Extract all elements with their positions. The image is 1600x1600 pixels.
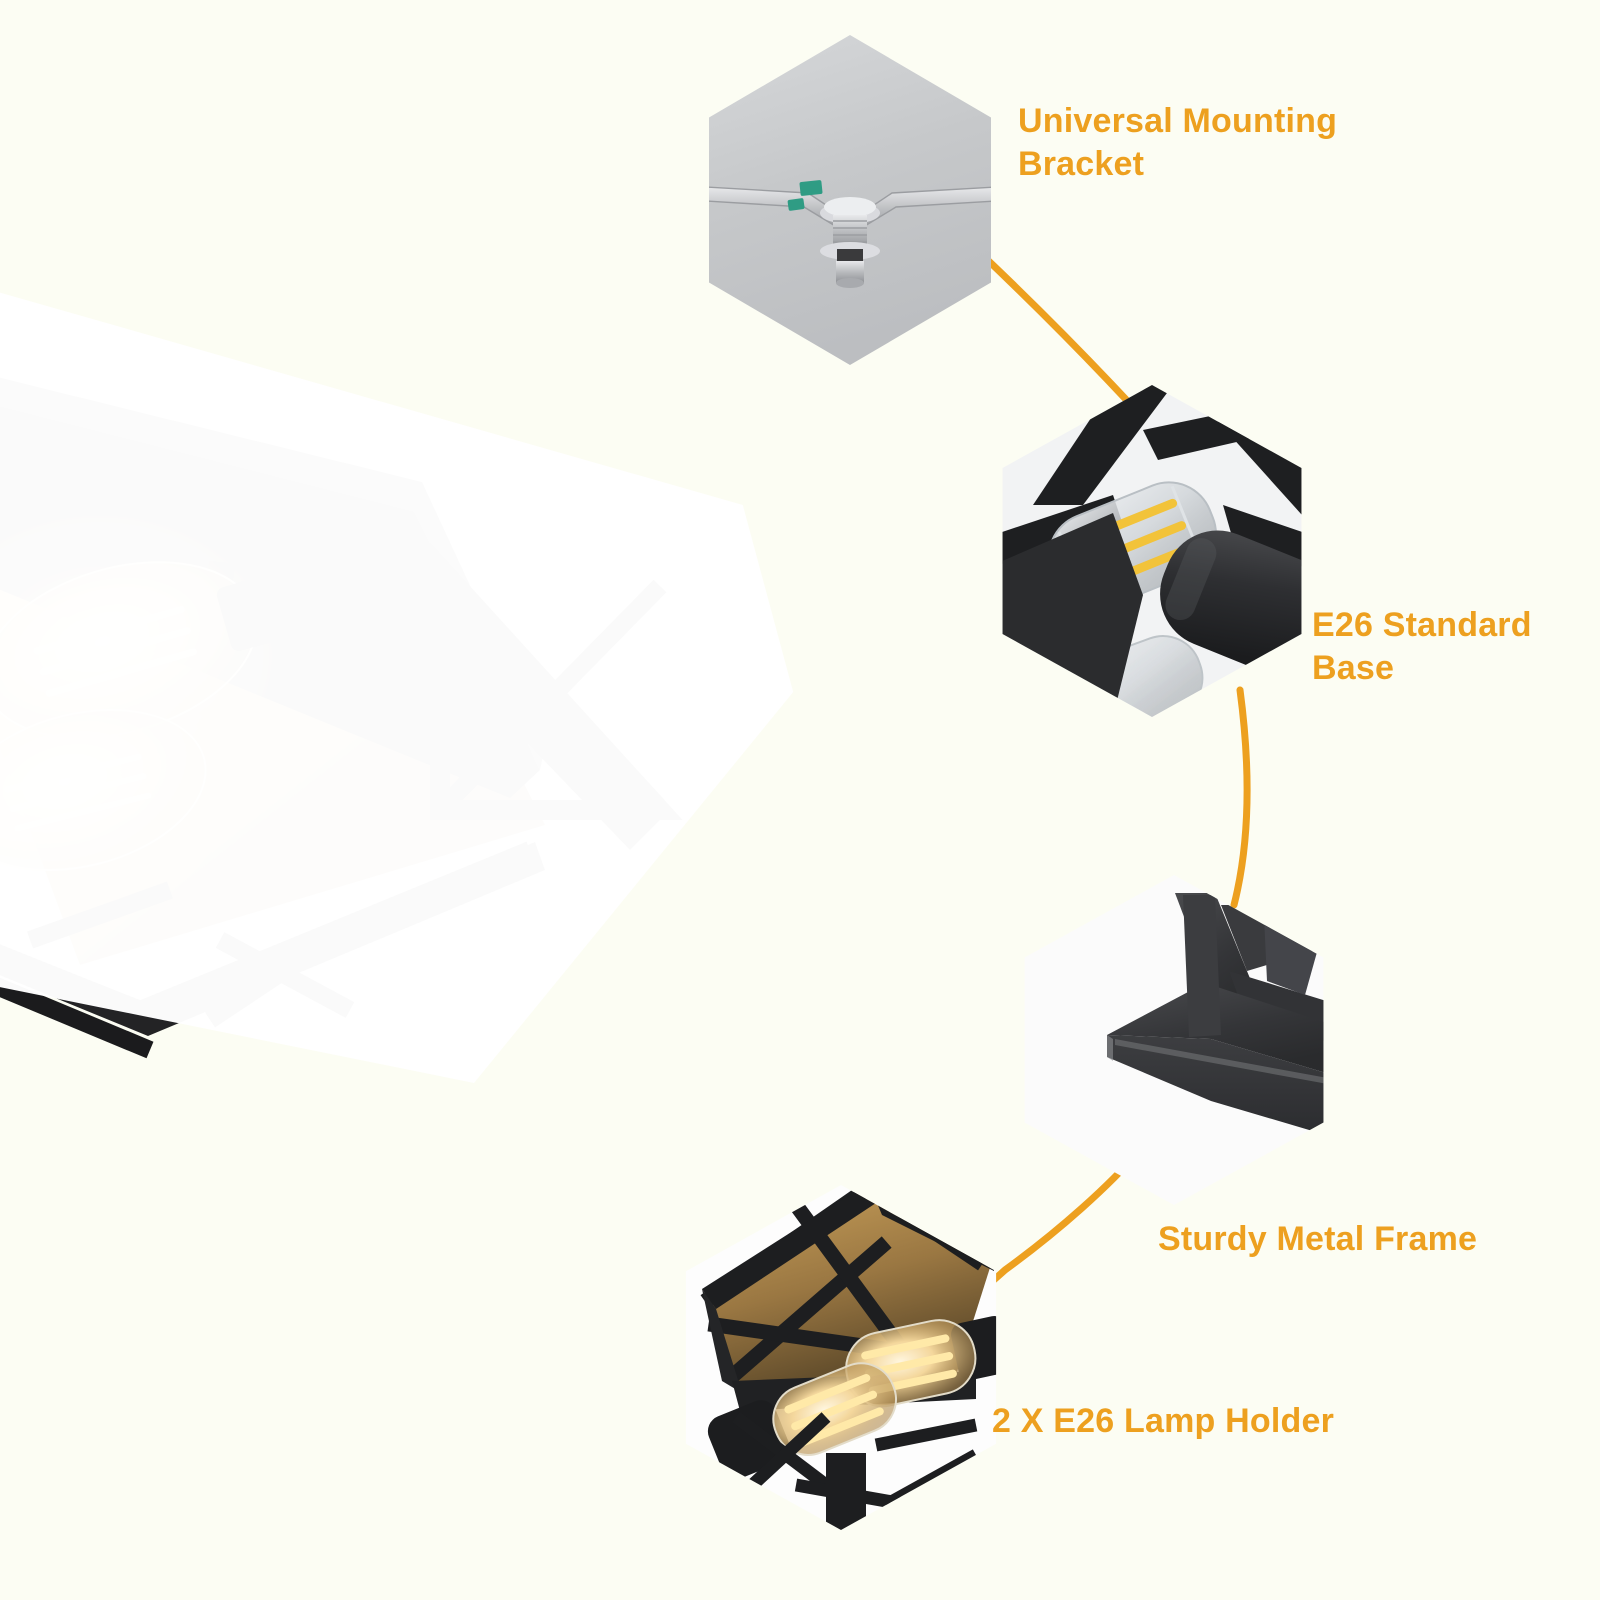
hexagon-callout-mounting-bracket <box>709 35 991 365</box>
main-product-photo <box>0 250 810 1100</box>
lamp-holder-photo <box>685 1185 997 1530</box>
hexagon-callout-e26-base <box>1002 385 1302 717</box>
hexagon-callout-lamp-holders <box>685 1185 997 1530</box>
callout-label-mounting-bracket: Universal Mounting Bracket <box>1018 102 1338 183</box>
metal-frame-photo <box>1024 875 1324 1205</box>
callout-label-e26-base: E26 Standard Base <box>1312 606 1532 687</box>
callout-label-metal-frame: Sturdy Metal Frame <box>1158 1220 1478 1258</box>
mounting-bracket-photo <box>709 35 991 365</box>
hexagon-callout-metal-frame <box>1024 875 1324 1205</box>
e26-base-photo <box>1002 385 1302 717</box>
callout-label-lamp-holders: 2 X E26 Lamp Holder <box>992 1402 1335 1440</box>
